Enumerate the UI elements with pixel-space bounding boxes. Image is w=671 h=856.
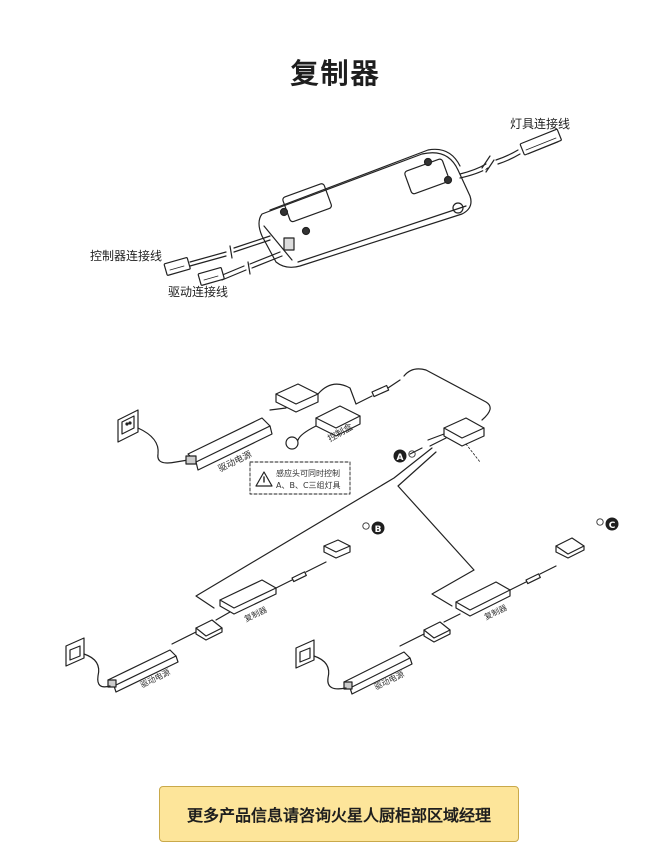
- wiring-system-main: [117, 368, 491, 609]
- marker-c: C: [609, 521, 616, 531]
- driver-cable-label: 驱动连接线: [168, 284, 228, 299]
- replicator-device-illustration: [163, 128, 562, 286]
- page-title: 复制器: [290, 57, 381, 90]
- wiring-group-c: [295, 537, 585, 695]
- wall-socket-icon: [117, 409, 139, 443]
- group-markers: [362, 449, 619, 535]
- warning-text-line2: A、B、C三组灯具: [276, 480, 341, 490]
- controller-cable-label: 控制器连接线: [90, 248, 162, 263]
- marker-a: A: [397, 453, 404, 463]
- replicator-label-b: 复制器: [242, 604, 268, 624]
- warning-text-line1: 感应头可同时控制: [276, 468, 340, 478]
- marker-b: B: [375, 525, 382, 535]
- lamp-cable-label: 灯具连接线: [510, 116, 570, 131]
- replicator-label-c: 复制器: [482, 602, 508, 622]
- contact-banner: 更多产品信息请咨询火星人厨柜部区域经理: [159, 786, 519, 842]
- wiring-group-b: [65, 539, 351, 693]
